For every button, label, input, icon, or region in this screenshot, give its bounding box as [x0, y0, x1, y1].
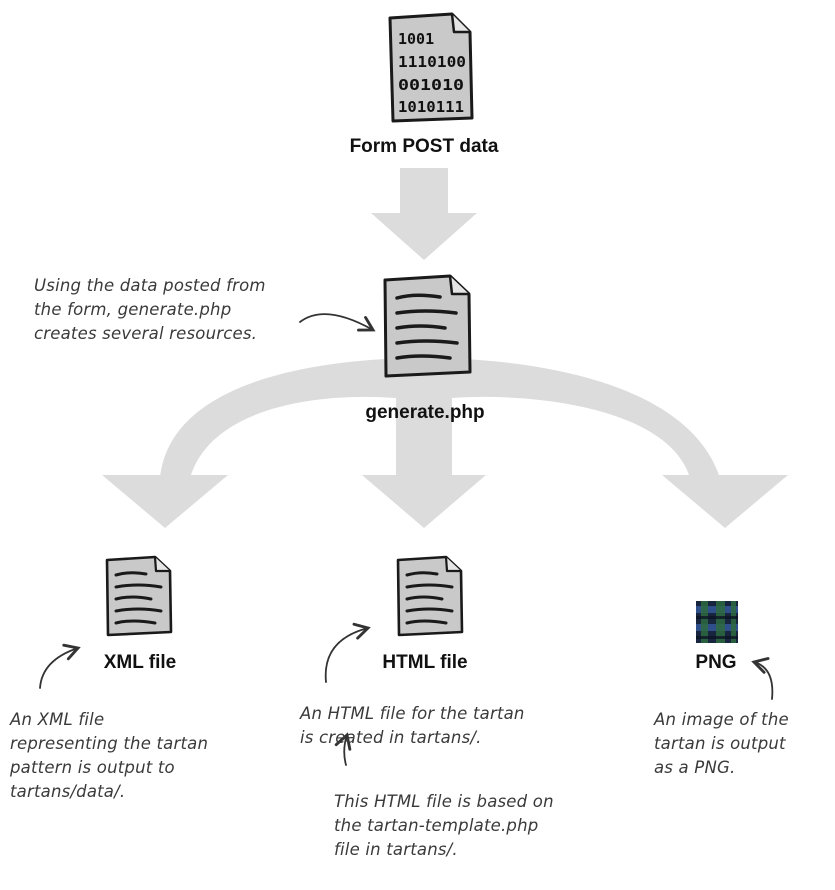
- annotation-line: An XML file: [10, 710, 105, 729]
- binary-line: 1110100: [398, 53, 466, 71]
- flow-arrow-down: [371, 168, 477, 260]
- binary-line: 001010: [398, 76, 464, 94]
- annotation-arrow-generate: [299, 313, 376, 332]
- flow-arrowhead-xml: [102, 475, 228, 528]
- flow-arrowhead-png: [662, 475, 788, 528]
- annotation-line: creates several resources.: [34, 324, 258, 343]
- annotation-line: file in tartans/.: [334, 840, 458, 859]
- flow-arrow-branch-band: [160, 358, 720, 478]
- annotation-xml: An XML file representing the tartan patt…: [10, 708, 208, 804]
- annotation-arrow-html-template: [334, 732, 352, 766]
- annotation-line: is created in tartans/.: [300, 728, 482, 747]
- annotation-html: An HTML file for the tartan is created i…: [300, 702, 525, 750]
- form-post-data-document-icon: 1001 1110100 001010 1010111: [388, 12, 474, 123]
- binary-line: 1010111: [398, 98, 464, 116]
- annotation-line: pattern is output to: [10, 758, 175, 777]
- annotation-line: tartan is output: [654, 734, 786, 753]
- annotation-line: tartans/data/.: [10, 782, 126, 801]
- generate-php-label: generate.php: [365, 402, 485, 423]
- flow-arrowhead-html: [362, 475, 486, 528]
- annotation-line: An image of the: [654, 710, 789, 729]
- png-tartan-image: [696, 601, 738, 643]
- annotation-arrow-xml: [39, 643, 81, 689]
- annotation-line: representing the tartan: [10, 734, 209, 753]
- png-label: PNG: [695, 652, 737, 673]
- html-file-label: HTML file: [382, 652, 468, 673]
- annotation-line: An HTML file for the tartan: [300, 704, 525, 723]
- html-file-document-icon: [396, 555, 464, 637]
- generate-php-document-icon: [383, 274, 472, 378]
- annotation-arrow-png: [751, 657, 774, 700]
- annotation-generate: Using the data posted from the form, gen…: [34, 274, 266, 346]
- annotation-line: Using the data posted from: [34, 276, 266, 295]
- annotation-png: An image of the tartan is output as a PN…: [654, 708, 789, 780]
- annotation-line: as a PNG.: [654, 758, 736, 777]
- annotation-line: the tartan-template.php: [334, 816, 539, 835]
- binary-line: 1001: [398, 30, 434, 48]
- annotation-line: the form, generate.php: [34, 300, 232, 319]
- annotation-line: This HTML file is based on: [334, 792, 554, 811]
- xml-file-label: XML file: [103, 652, 177, 673]
- form-post-data-label: Form POST data: [349, 136, 499, 157]
- annotation-arrow-html: [324, 622, 371, 683]
- xml-file-document-icon: [105, 555, 173, 637]
- annotation-html-template: This HTML file is based on the tartan-te…: [334, 790, 554, 862]
